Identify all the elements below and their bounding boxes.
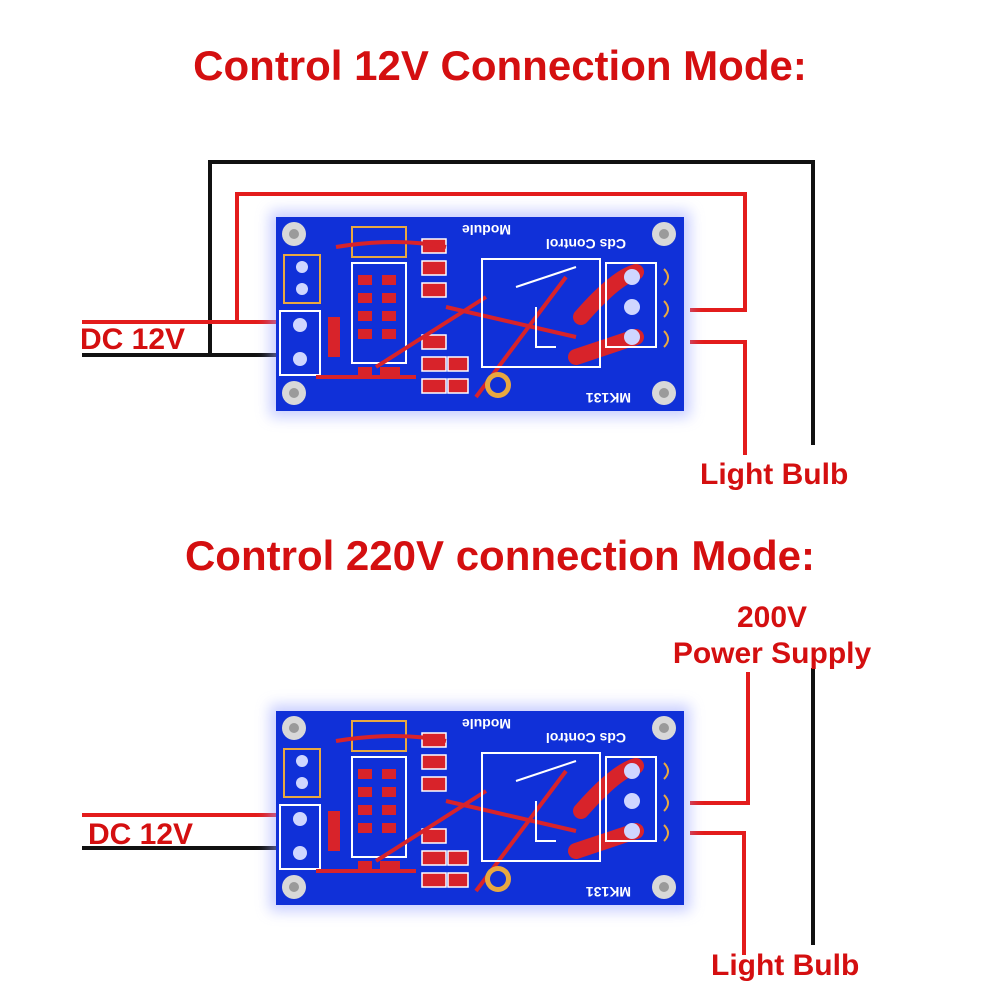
diagram2-input-label: DC 12V bbox=[88, 818, 194, 851]
diagram2-board-title1: Cds Control bbox=[546, 730, 626, 746]
diagram2-board-title2: Module bbox=[462, 716, 511, 732]
diagram2-load-label: Light Bulb bbox=[711, 949, 860, 982]
diagram2-supply-red-wire bbox=[690, 672, 750, 805]
diagram1-load-label: Light Bulb bbox=[700, 458, 849, 491]
diagram1-red-wire-load bbox=[690, 340, 747, 455]
diagram2-board-model: MK131 bbox=[586, 884, 631, 900]
diagram2-supply-text: Power Supply bbox=[672, 637, 872, 670]
diagram1-heading: Control 12V Connection Mode: bbox=[193, 42, 807, 89]
diagram1-red-wire-loop bbox=[82, 192, 747, 324]
diagram1-board-title1: Cds Control bbox=[546, 236, 626, 252]
diagram1-black-wire bbox=[82, 160, 815, 445]
diagram1-board-title2: Module bbox=[462, 222, 511, 238]
diagram2-load-red-wire bbox=[690, 831, 746, 955]
diagram2-module-board: MK131 Cds Control Module bbox=[270, 705, 690, 911]
diagram2-heading: Control 220V connection Mode: bbox=[184, 532, 816, 579]
diagram1-input-label: DC 12V bbox=[80, 323, 186, 356]
diagram2-supply-label: 200V Power Supply bbox=[666, 600, 878, 672]
diagram1-board-model: MK131 bbox=[586, 390, 631, 406]
diagram1-module-board: MK131 Cds Control Module bbox=[270, 211, 690, 417]
diagram2-supply-voltage: 200V bbox=[736, 601, 808, 634]
